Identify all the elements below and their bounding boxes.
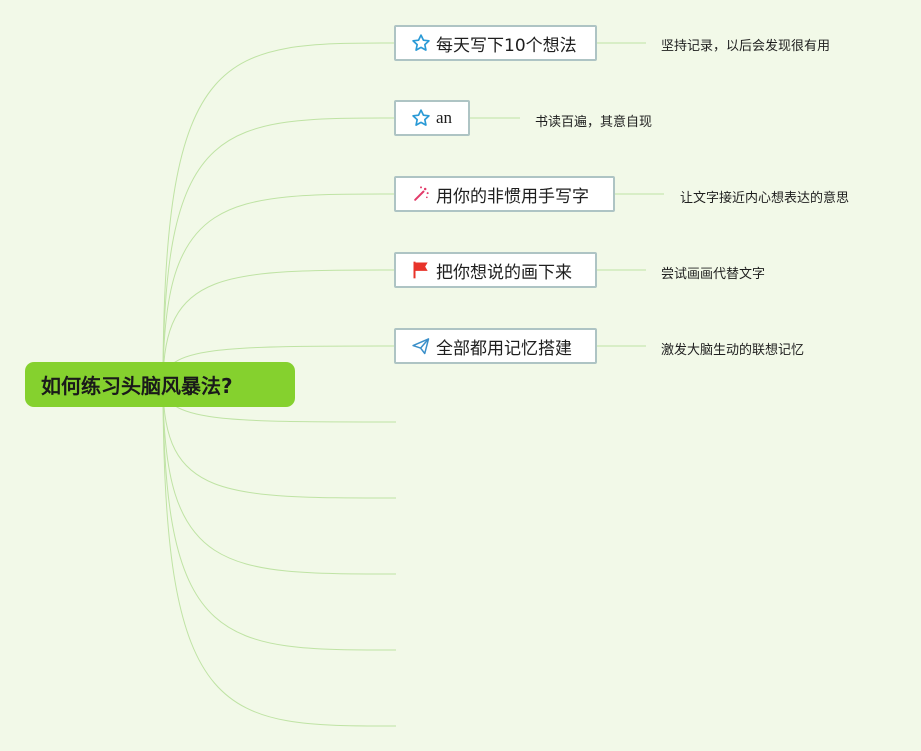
topic-label: 用你的非惯用手写字 [436,186,589,207]
topic-note: 让文字接近内心想表达的意思 [680,191,850,206]
topic-node[interactable]: an [394,100,470,136]
topic-note: 坚持记录，以后会发现很有用 [661,39,831,54]
connector-curve [162,383,397,727]
root-topic-label: 如何练习头脑风暴法? [41,374,233,398]
topic-label: 把你想说的画下来 [436,262,572,283]
topic-node[interactable]: 把你想说的画下来 [394,252,597,288]
topic-node[interactable]: 每天写下10个想法 [394,25,597,61]
root-topic[interactable]: 如何练习头脑风暴法? [25,362,295,407]
connector-curve [162,383,397,651]
flag-icon [410,259,432,281]
connector-curve [162,269,397,385]
connector-curve [162,383,397,575]
topic-node[interactable]: 全部都用记忆搭建 [394,328,597,364]
topic-note: 激发大脑生动的联想记忆 [661,343,805,358]
connector-curve [162,42,397,385]
topic-label: an [436,108,453,127]
star-icon [410,32,432,54]
star-icon [410,107,432,129]
topic-note: 书读百遍，其意自现 [535,115,653,130]
topic-label: 全部都用记忆搭建 [436,338,572,359]
topic-label: 每天写下10个想法 [436,35,577,56]
paper-plane-icon [410,335,432,357]
magic-wand-icon [410,183,432,205]
topic-node[interactable]: 用你的非惯用手写字 [394,176,615,212]
connector-curve [162,117,397,385]
connector-curve [162,383,397,499]
topic-note: 尝试画画代替文字 [661,267,766,282]
connector-curve [162,193,397,385]
